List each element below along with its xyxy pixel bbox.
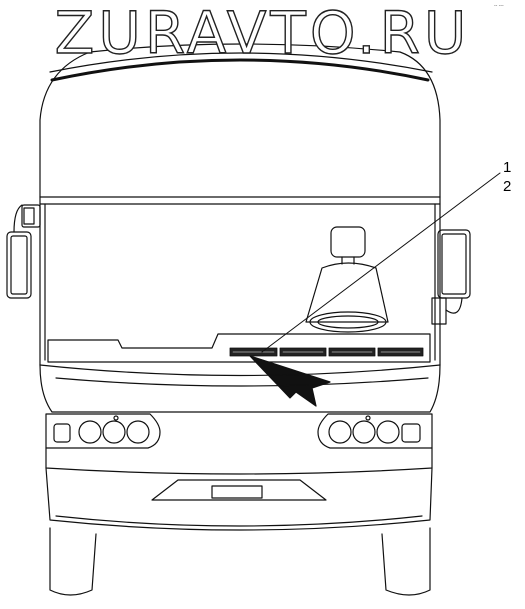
- left-wheel: [49, 527, 97, 596]
- driver-seat: [305, 226, 389, 333]
- license-plate-recess: [151, 479, 327, 501]
- corner-mark: -- ---: [494, 3, 504, 9]
- callout-label-2: 2: [503, 178, 512, 195]
- right-headlight-cluster: [317, 413, 433, 449]
- callout-label-1: 1: [503, 159, 512, 176]
- arrow-pointer-icon: [249, 355, 331, 407]
- left-headlight-cluster: [45, 413, 161, 449]
- callout-leader-line: [261, 172, 501, 353]
- right-wheel: [381, 527, 431, 596]
- roof-band: [50, 58, 430, 82]
- roof-outline: [39, 43, 441, 198]
- watermark-text: ZURAVTO.RU: [54, 0, 471, 67]
- dashboard: [47, 333, 431, 363]
- right-mirror: [431, 229, 471, 325]
- bumper: [45, 447, 433, 475]
- left-mirror: [6, 204, 41, 299]
- roof-inner: [49, 52, 433, 73]
- front-panel: [39, 364, 441, 413]
- license-plate: [211, 485, 263, 499]
